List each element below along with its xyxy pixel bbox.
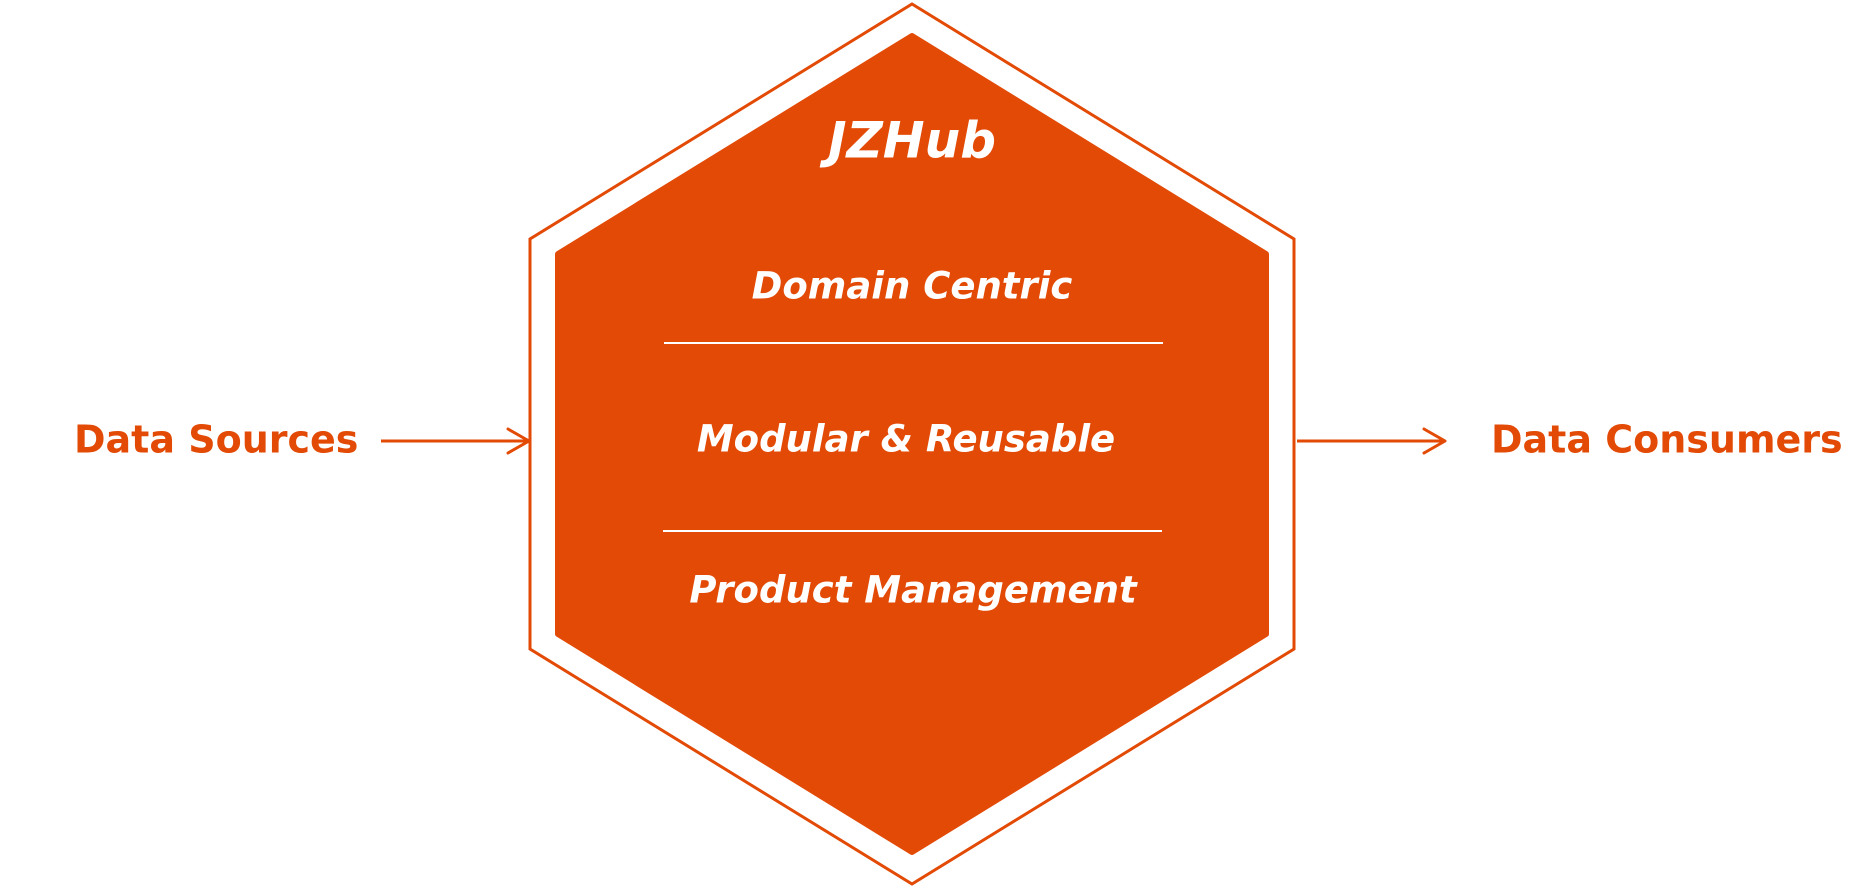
data-consumers-label: Data Consumers (1491, 418, 1843, 462)
output-arrow (1297, 427, 1447, 455)
hub-item-domain-centric: Domain Centric (752, 265, 1073, 308)
input-arrow (381, 427, 531, 455)
hub-title: JZHub (819, 112, 996, 170)
hub-item-modular-reusable: Modular & Reusable (697, 418, 1115, 461)
data-sources-label: Data Sources (74, 418, 358, 462)
hub-item-product-management: Product Management (689, 569, 1138, 612)
hub-outer-hexagon (528, 2, 1296, 886)
hub-inner-hexagon (555, 33, 1269, 855)
